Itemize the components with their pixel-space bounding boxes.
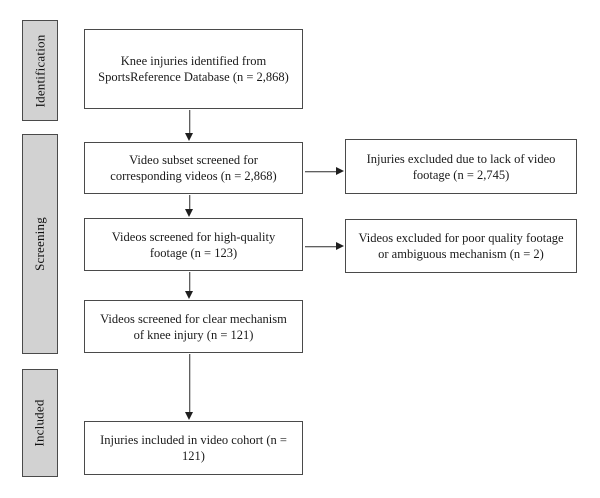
- box-text-line: footage (n = 123): [149, 245, 238, 260]
- box-video-subset-screened: Video subset screened for corresponding …: [84, 142, 303, 194]
- box-text-line: Injuries excluded due to lack of video: [366, 151, 556, 166]
- down-arrow-2: [185, 195, 194, 217]
- down-arrow-4: [185, 354, 194, 420]
- box-text-line: Injuries included in video cohort (n =: [100, 433, 287, 447]
- box-text-line: Knee injuries identified from: [120, 54, 267, 68]
- box-videos-screened-mechanism: Videos screened for clear mechanism of k…: [84, 300, 303, 353]
- box-text-line: Videos screened for clear mechanism: [100, 311, 287, 326]
- stage-label-screening: Screening: [22, 134, 58, 354]
- down-arrow-3: [185, 272, 194, 299]
- box-injuries-included-cohort: Injuries included in video cohort (n = 1…: [84, 421, 303, 475]
- stage-label-identification-text: Identification: [32, 34, 48, 107]
- box-text-line: corresponding videos (n = 2,868): [110, 169, 277, 183]
- box-text-line: SportsReference Database (n = 2,868): [98, 70, 289, 84]
- right-arrow-2: [305, 242, 344, 251]
- box-knee-injuries-identified: Knee injuries identified from SportsRefe…: [84, 29, 303, 109]
- stage-label-screening-text: Screening: [32, 217, 47, 271]
- right-arrow-1: [305, 167, 344, 176]
- box-text-line: or ambiguous mechanism (n = 2): [378, 247, 544, 261]
- box-text-line: footage (n = 2,745): [412, 167, 510, 182]
- down-arrow-1: [185, 110, 194, 141]
- box-text-line: Videos screened for high-quality: [111, 229, 276, 244]
- box-injuries-excluded-no-footage: Injuries excluded due to lack of video f…: [345, 139, 577, 194]
- box-text-line: Video subset screened for: [129, 153, 258, 167]
- box-videos-excluded-poor-quality: Videos excluded for poor quality footage…: [345, 219, 577, 273]
- stage-label-included: Included: [22, 369, 58, 477]
- box-text-line: of knee injury (n = 121): [133, 327, 254, 342]
- box-text-line: Videos excluded for poor quality footage: [358, 231, 564, 245]
- stage-label-included-text: Included: [32, 399, 47, 447]
- box-text-line: 121): [182, 449, 205, 463]
- box-videos-screened-quality: Videos screened for high-quality footage…: [84, 218, 303, 271]
- stage-label-identification: Identification: [22, 20, 58, 121]
